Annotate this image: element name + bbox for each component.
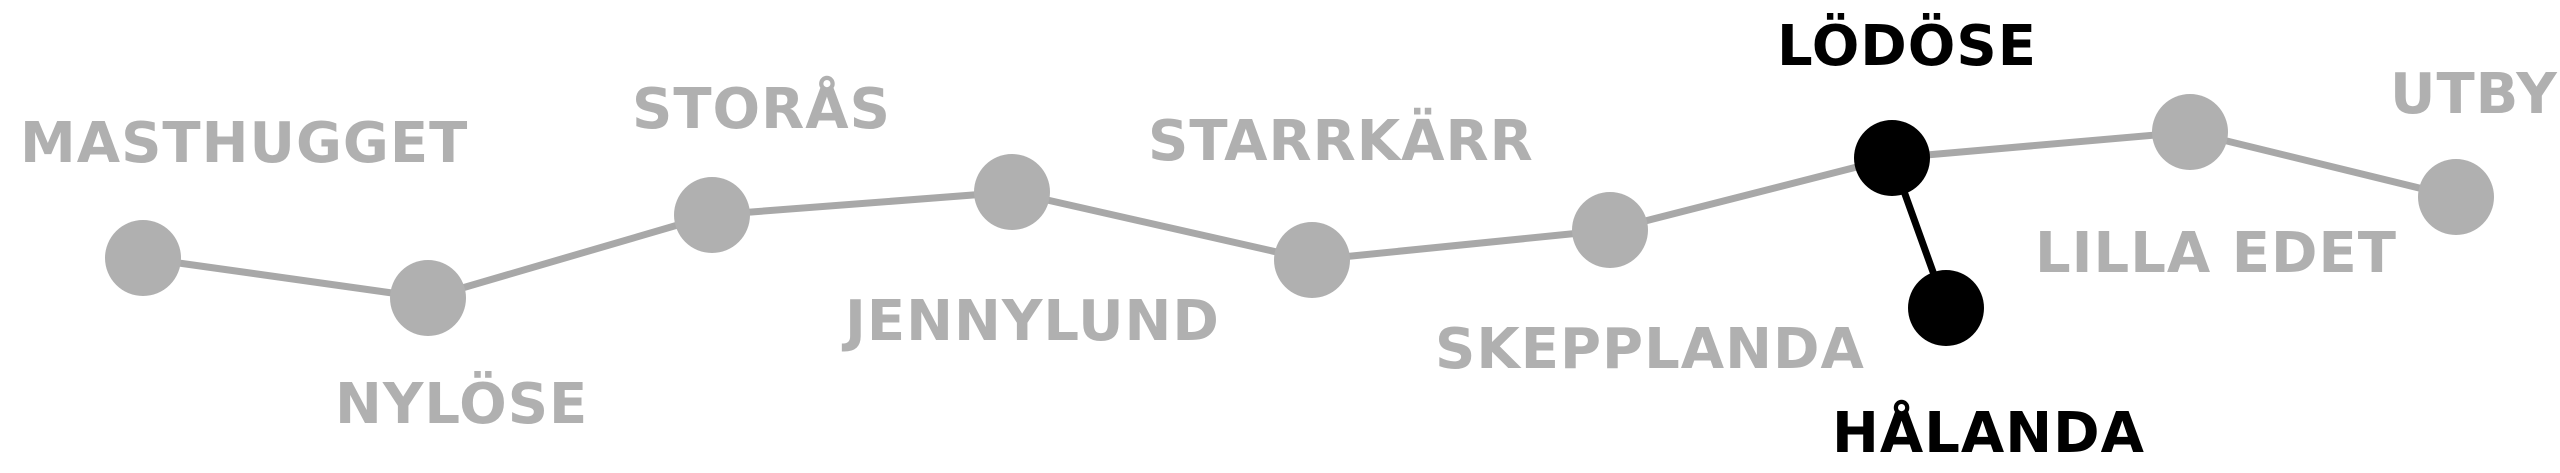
connection-line-lodose-lilla-edet <box>1888 128 2194 162</box>
station-label-masthugget: MASTHUGGET <box>20 111 468 176</box>
station-nodes <box>105 94 2494 346</box>
connection-line-nylose-storas <box>424 211 716 302</box>
station-node-jennylund[interactable] <box>974 154 1050 230</box>
station-node-lodose[interactable] <box>1854 120 1930 196</box>
station-node-starrkarr[interactable] <box>1274 222 1350 298</box>
station-label-halanda: HÅLANDA <box>1832 400 2145 466</box>
station-node-masthugget[interactable] <box>105 220 181 296</box>
station-label-skepplanda: SKEPPLANDA <box>1435 317 1865 382</box>
connection-line-masthugget-nylose <box>139 254 432 302</box>
connection-line-lilla-edet-utby <box>2186 128 2460 201</box>
station-node-halanda[interactable] <box>1908 270 1984 346</box>
connection-line-jennylund-starrkarr <box>1008 188 1316 264</box>
station-node-storas[interactable] <box>674 177 750 253</box>
station-node-skepplanda[interactable] <box>1572 192 1648 268</box>
station-label-storas: STORÅS <box>632 76 891 142</box>
connection-lines <box>139 128 2460 312</box>
connection-line-storas-jennylund <box>708 188 1016 219</box>
station-node-utby[interactable] <box>2418 159 2494 235</box>
station-node-lilla-edet[interactable] <box>2152 94 2228 170</box>
station-label-nylose: NYLÖSE <box>335 372 588 437</box>
station-label-lilla-edet: LILLA EDET <box>2035 221 2397 286</box>
station-labels: MASTHUGGET NYLÖSE STORÅS JENNYLUND STARRKÄRR… <box>20 14 2558 466</box>
station-label-utby: UTBY <box>2390 62 2558 127</box>
station-label-jennylund: JENNYLUND <box>841 289 1220 354</box>
connection-line-starrkarr-skepplanda <box>1308 226 1614 264</box>
connection-line-skepplanda-lodose <box>1606 154 1896 234</box>
station-label-lodose: LÖDÖSE <box>1777 14 2037 79</box>
station-node-nylose[interactable] <box>390 260 466 336</box>
station-label-starrkarr: STARRKÄRR <box>1148 109 1534 174</box>
